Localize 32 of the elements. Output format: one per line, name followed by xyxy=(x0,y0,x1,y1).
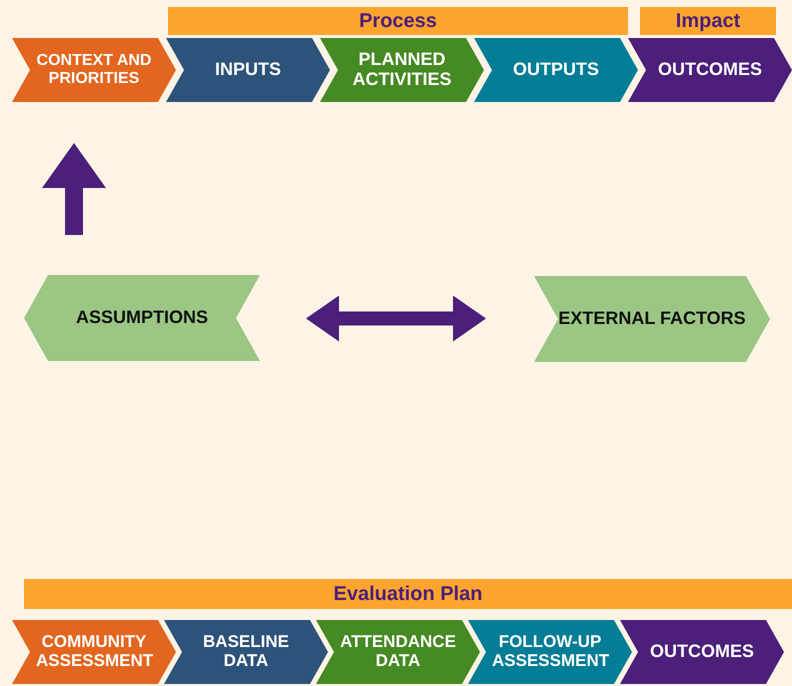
section-band xyxy=(168,7,628,35)
step-label: COMMUNITY ASSESSMENT xyxy=(35,633,154,671)
step-label: OUTCOMES xyxy=(656,60,763,80)
chevron-step xyxy=(24,275,260,361)
band-title: Impact xyxy=(674,10,742,32)
chevron-step xyxy=(316,620,480,684)
step-label: EXTERNAL FACTORS xyxy=(557,309,747,329)
chevron-step xyxy=(166,38,330,102)
chevron-step xyxy=(164,620,328,684)
step-label: BASELINE DATA xyxy=(202,633,290,671)
step-label: PLANNED ACTIVITIES xyxy=(351,50,452,90)
chevron-step xyxy=(474,38,638,102)
step-label: ATTENDANCE DATA xyxy=(339,633,457,671)
band-title: Evaluation Plan xyxy=(332,583,484,605)
block-arrow xyxy=(42,143,106,235)
section-band xyxy=(24,579,792,609)
chevron-step xyxy=(620,620,784,684)
section-band xyxy=(640,7,776,35)
chevron-step xyxy=(12,38,176,102)
step-label: CONTEXT AND PRIORITIES xyxy=(36,52,152,88)
step-label: INPUTS xyxy=(214,60,282,80)
step-label: FOLLOW-UP ASSESSMENT xyxy=(491,633,610,671)
step-label: ASSUMPTIONS xyxy=(74,308,209,328)
step-label: OUTCOMES xyxy=(648,642,755,662)
chevron-step xyxy=(628,38,792,102)
chevron-step xyxy=(468,620,632,684)
chevron-step xyxy=(534,276,770,362)
chevron-step xyxy=(12,620,176,684)
chevron-step xyxy=(320,38,484,102)
band-title: Process xyxy=(358,10,438,32)
block-arrow xyxy=(306,296,486,342)
step-label: OUTPUTS xyxy=(512,60,600,80)
